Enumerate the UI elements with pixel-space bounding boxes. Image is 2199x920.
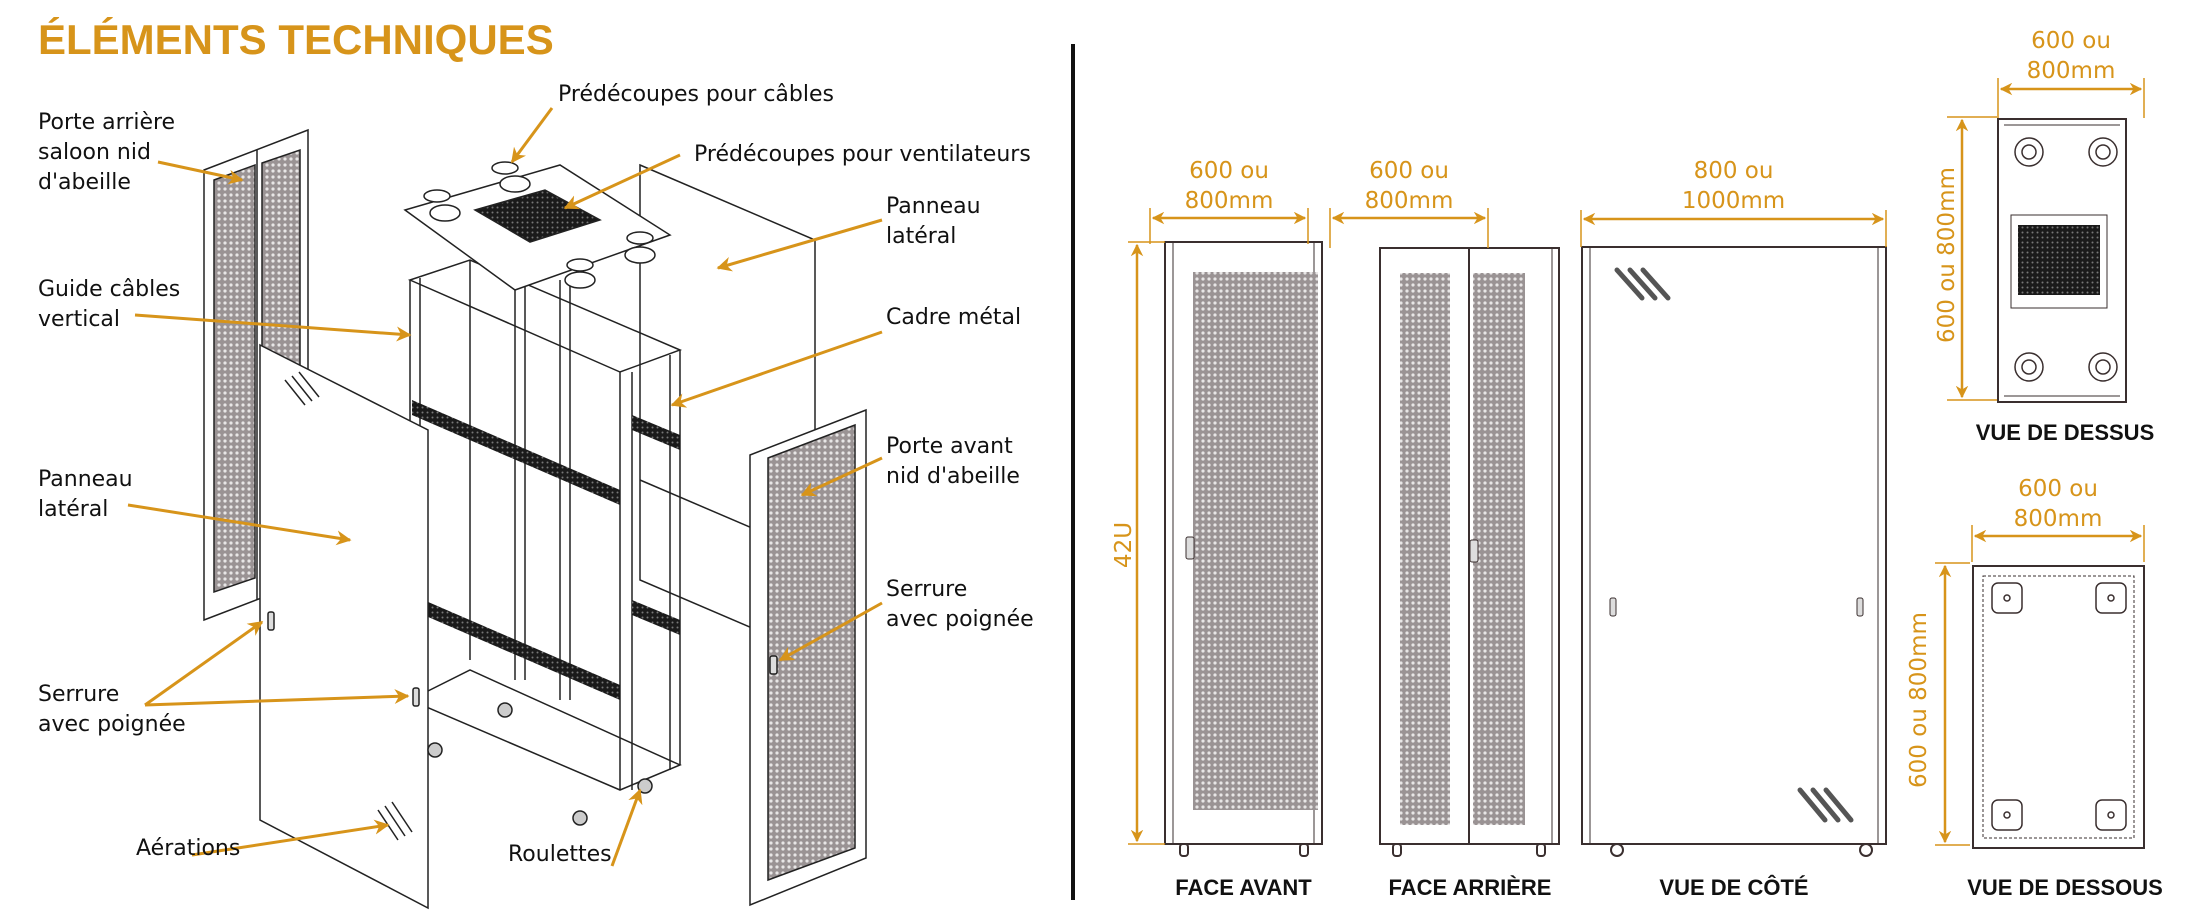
label-line: latéral [38, 497, 109, 522]
label-line: Serrure [886, 577, 968, 602]
label-line: nid d'abeille [886, 464, 1020, 489]
dim-line: 800 ou [1693, 158, 1774, 184]
dim-line: 600 ou [2018, 476, 2098, 502]
caption-side: VUE DE CÔTÉ [1659, 875, 1809, 900]
front-face-drawing [1164, 241, 1323, 857]
dim-line: 800mm [2013, 506, 2103, 532]
label-cable-guide: Guide câbles vertical [38, 275, 180, 335]
bottom-width-dimension: 600 ou 800mm [1972, 474, 2144, 534]
front-height-dimension: 42U [1111, 521, 1137, 569]
dimension-lines [1128, 78, 2145, 846]
caption-front: FACE AVANT [1175, 875, 1312, 900]
label-line: Panneau [886, 194, 981, 219]
caption-bottom: VUE DE DESSOUS [1967, 875, 2163, 900]
label-cable-cutouts: Prédécoupes pour câbles [558, 80, 834, 110]
label-lock-left: Serrure avec poignée [38, 680, 186, 740]
top-plate-drawing [403, 161, 672, 291]
bottom-view-drawing [1972, 565, 2145, 849]
page-title: ÉLÉMENTS TECHNIQUES [38, 16, 554, 63]
label-rear-door: Porte arrière saloon nid d'abeille [38, 108, 175, 198]
dim-line: 1000mm [1681, 188, 1786, 214]
dim-line: 800mm [1184, 188, 1274, 214]
section-divider [1071, 44, 1075, 900]
front-door-drawing [749, 408, 867, 907]
side-panel-left-drawing [259, 343, 429, 910]
dim-line: 600 ou [1369, 158, 1449, 184]
label-line: Cadre métal [886, 305, 1022, 330]
top-width-dimension: 600 ou 800mm [1998, 26, 2144, 86]
label-line: avec poignée [886, 607, 1034, 632]
label-casters: Roulettes [508, 840, 612, 870]
side-view-drawing [1581, 246, 1887, 857]
label-line: d'abeille [38, 170, 131, 195]
label-line: Serrure [38, 682, 120, 707]
label-line: avec poignée [38, 712, 186, 737]
side-width-dimension: 800 ou 1000mm [1581, 156, 1886, 216]
casters-drawing [427, 702, 653, 826]
dim-line: 800mm [1364, 188, 1454, 214]
dim-line: 600 ou [2031, 28, 2111, 54]
label-line: Roulettes [508, 842, 612, 867]
label-line: Panneau [38, 467, 133, 492]
caption-rear: FACE ARRIÈRE [1388, 875, 1552, 900]
caption-top: VUE DE DESSUS [1975, 420, 2155, 445]
label-line: latéral [886, 224, 957, 249]
label-line: saloon nid [38, 140, 151, 165]
top-depth-dimension: 600 ou 800mm [1934, 167, 1960, 343]
rear-face-drawing [1379, 247, 1560, 857]
bottom-depth-dimension: 600 ou 800mm [1906, 612, 1932, 788]
label-line: Porte arrière [38, 110, 176, 135]
label-line: Prédécoupes pour câbles [558, 82, 834, 107]
top-view-drawing [1997, 118, 2127, 403]
label-line: Guide câbles [38, 277, 181, 302]
label-line: Porte avant [886, 434, 1013, 459]
dim-line: 600 ou [1189, 158, 1269, 184]
label-front-door: Porte avant nid d'abeille [886, 432, 1020, 492]
label-vents: Aérations [136, 834, 240, 864]
label-side-panel-right: Panneau latéral [886, 192, 981, 252]
dim-line: 800mm [2026, 58, 2116, 84]
exploded-cabinet [203, 128, 867, 910]
label-line: Prédécoupes pour ventilateurs [694, 142, 1031, 167]
label-fan-cutouts: Prédécoupes pour ventilateurs [694, 140, 1031, 170]
front-width-dimension: 600 ou 800mm [1150, 156, 1308, 216]
label-line: vertical [38, 307, 121, 332]
label-side-panel-left: Panneau latéral [38, 465, 133, 525]
label-lock-right: Serrure avec poignée [886, 575, 1034, 635]
rear-width-dimension: 600 ou 800mm [1330, 156, 1488, 216]
label-metal-frame: Cadre métal [886, 303, 1021, 333]
leader-lines [127, 107, 883, 867]
label-line: Aérations [136, 836, 241, 861]
